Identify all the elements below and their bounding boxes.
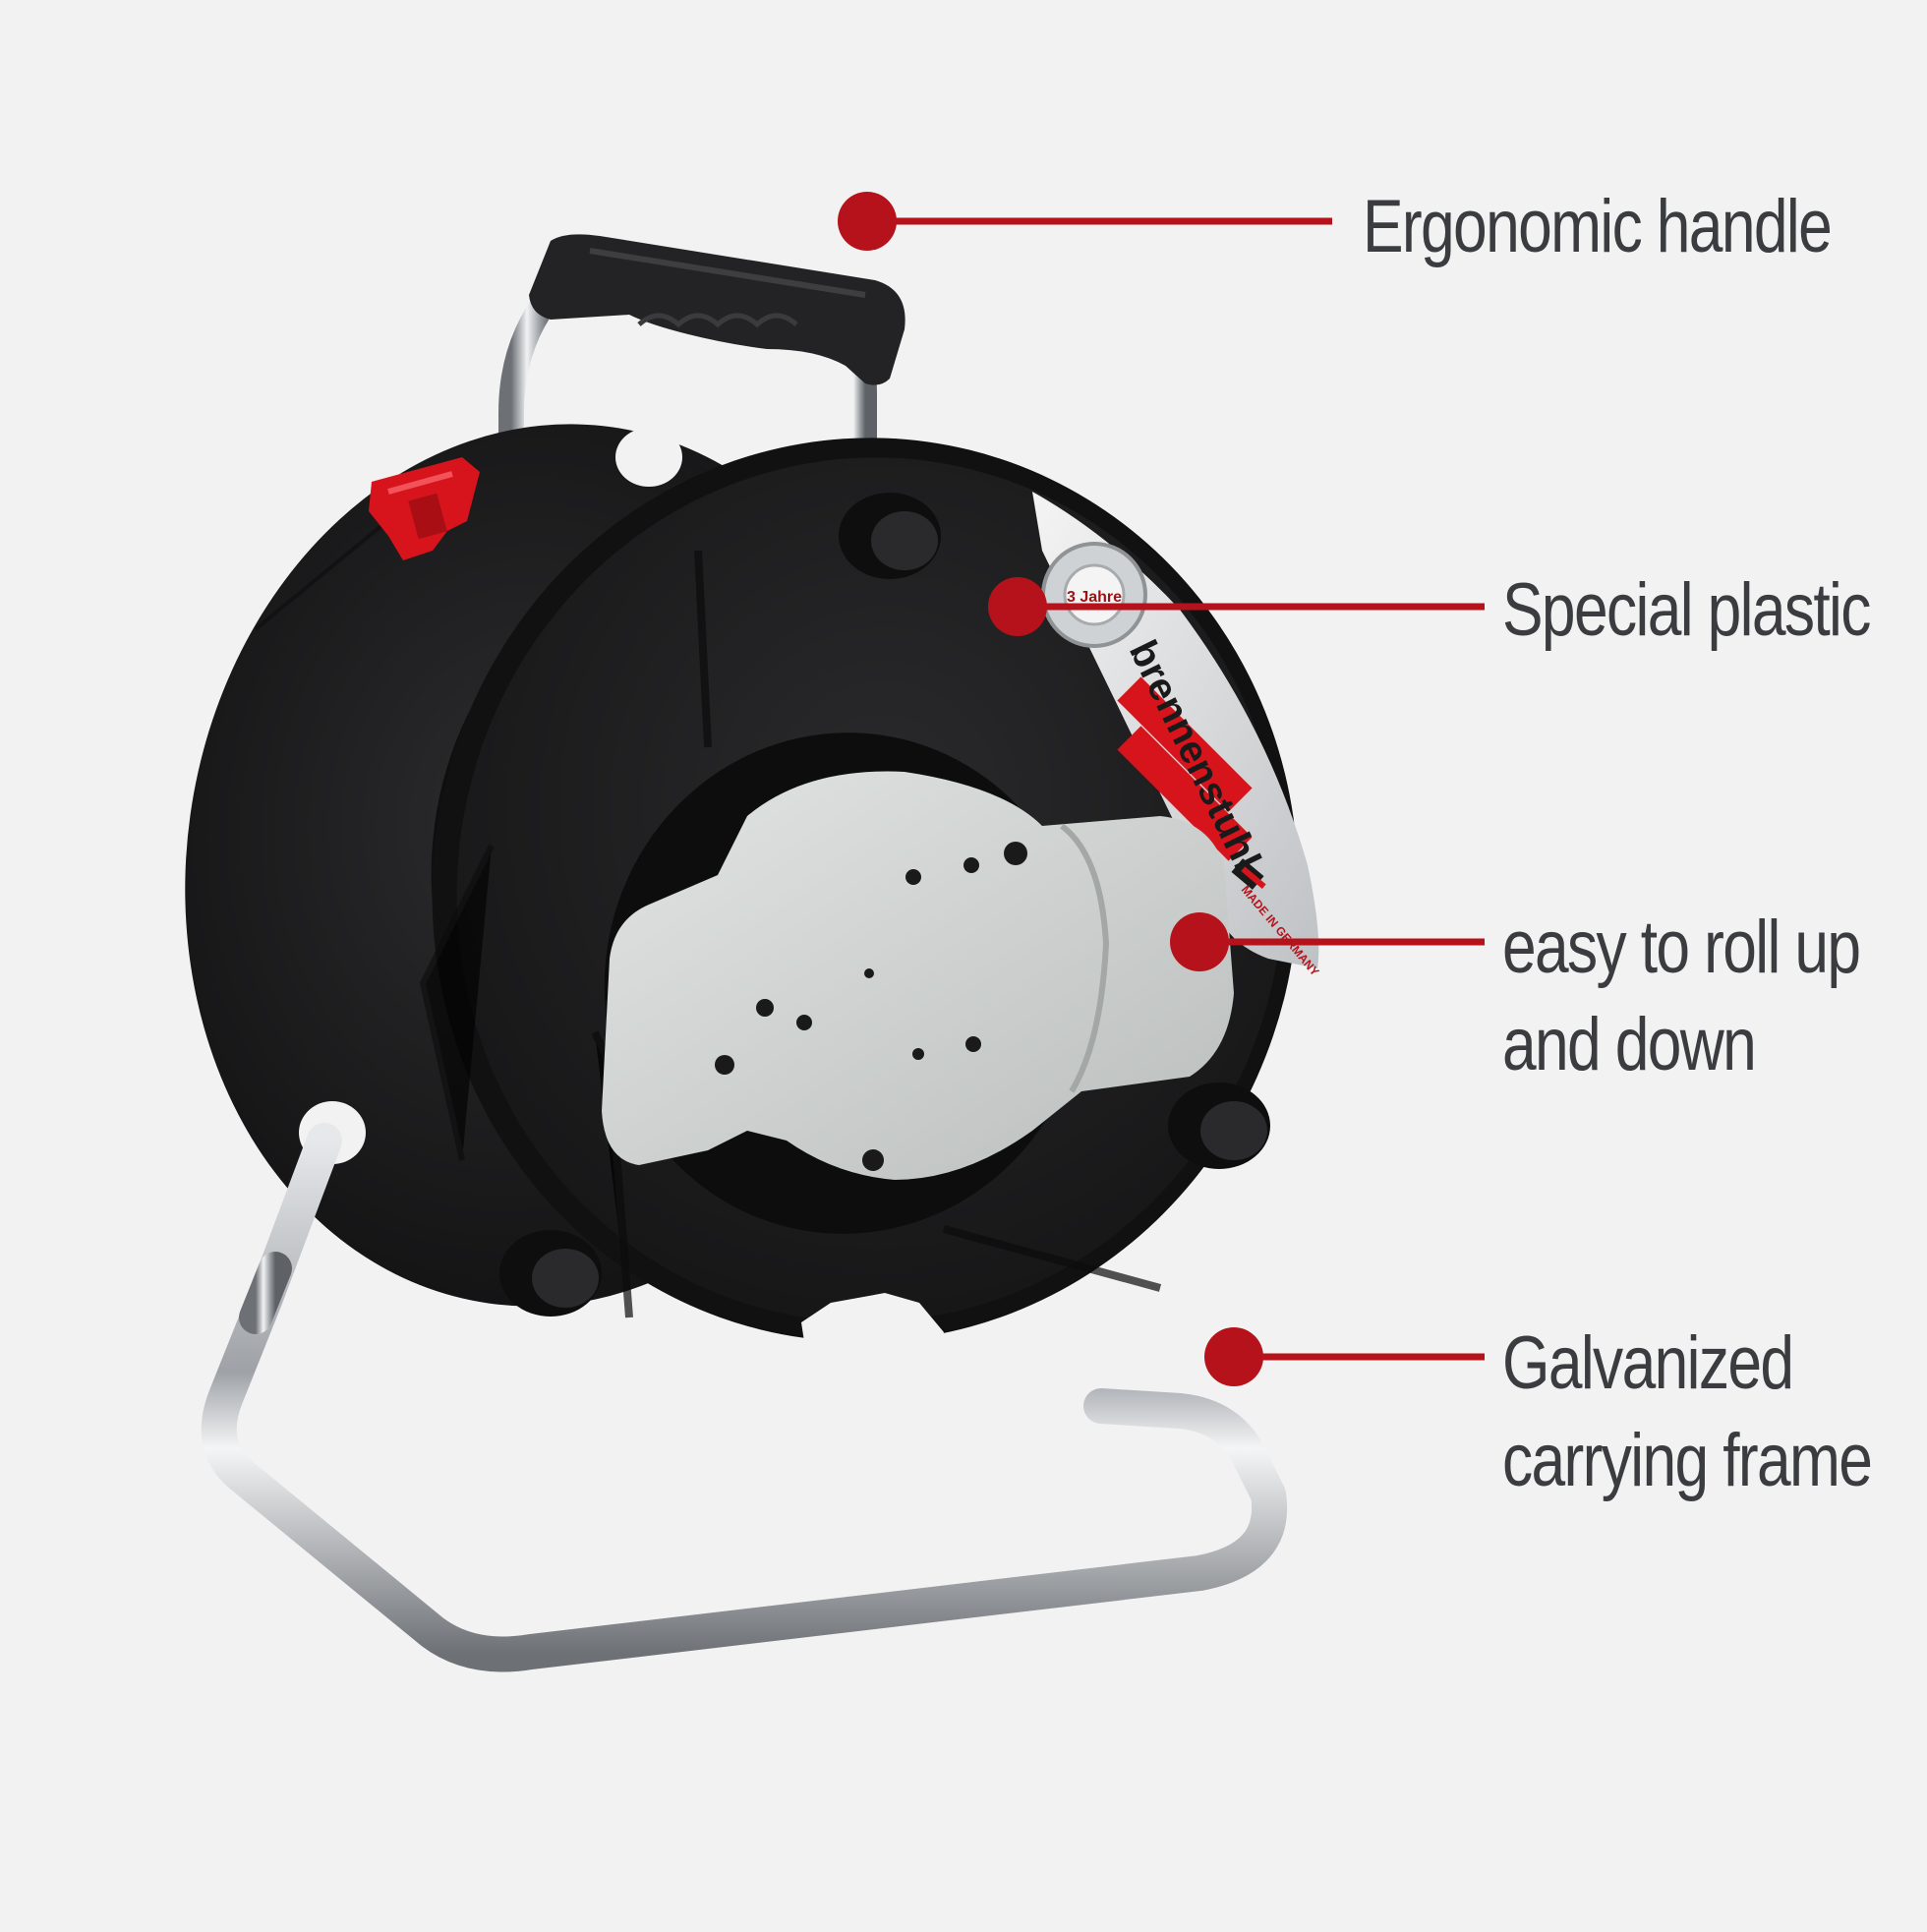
callout-markers (838, 192, 1485, 1386)
callout-label-handle: Ergonomic handle (1363, 179, 1833, 276)
carrying-frame (201, 1123, 1288, 1672)
reel-hub (602, 732, 1234, 1234)
callout-label-line: Special plastic (1502, 568, 1871, 652)
callout-label-frame: Galvanized carrying frame (1502, 1316, 1873, 1510)
callout-label-line: and down (1502, 1002, 1757, 1086)
callout-label-line: easy to roll up (1502, 906, 1861, 989)
callout-label-line: Ergonomic handle (1363, 185, 1833, 268)
svg-text:3 Jahre: 3 Jahre (1067, 589, 1122, 606)
callout-label-line: carrying frame (1502, 1418, 1873, 1502)
reel-lock-clip (369, 457, 480, 560)
ergonomic-handle (529, 234, 905, 385)
warranty-seal: 3 Jahre (1041, 542, 1147, 648)
callout-label-line: Galvanized (1502, 1321, 1794, 1405)
callout-label-plastic: Special plastic (1502, 562, 1871, 660)
callout-label-roll: easy to roll up and down (1502, 900, 1861, 1094)
